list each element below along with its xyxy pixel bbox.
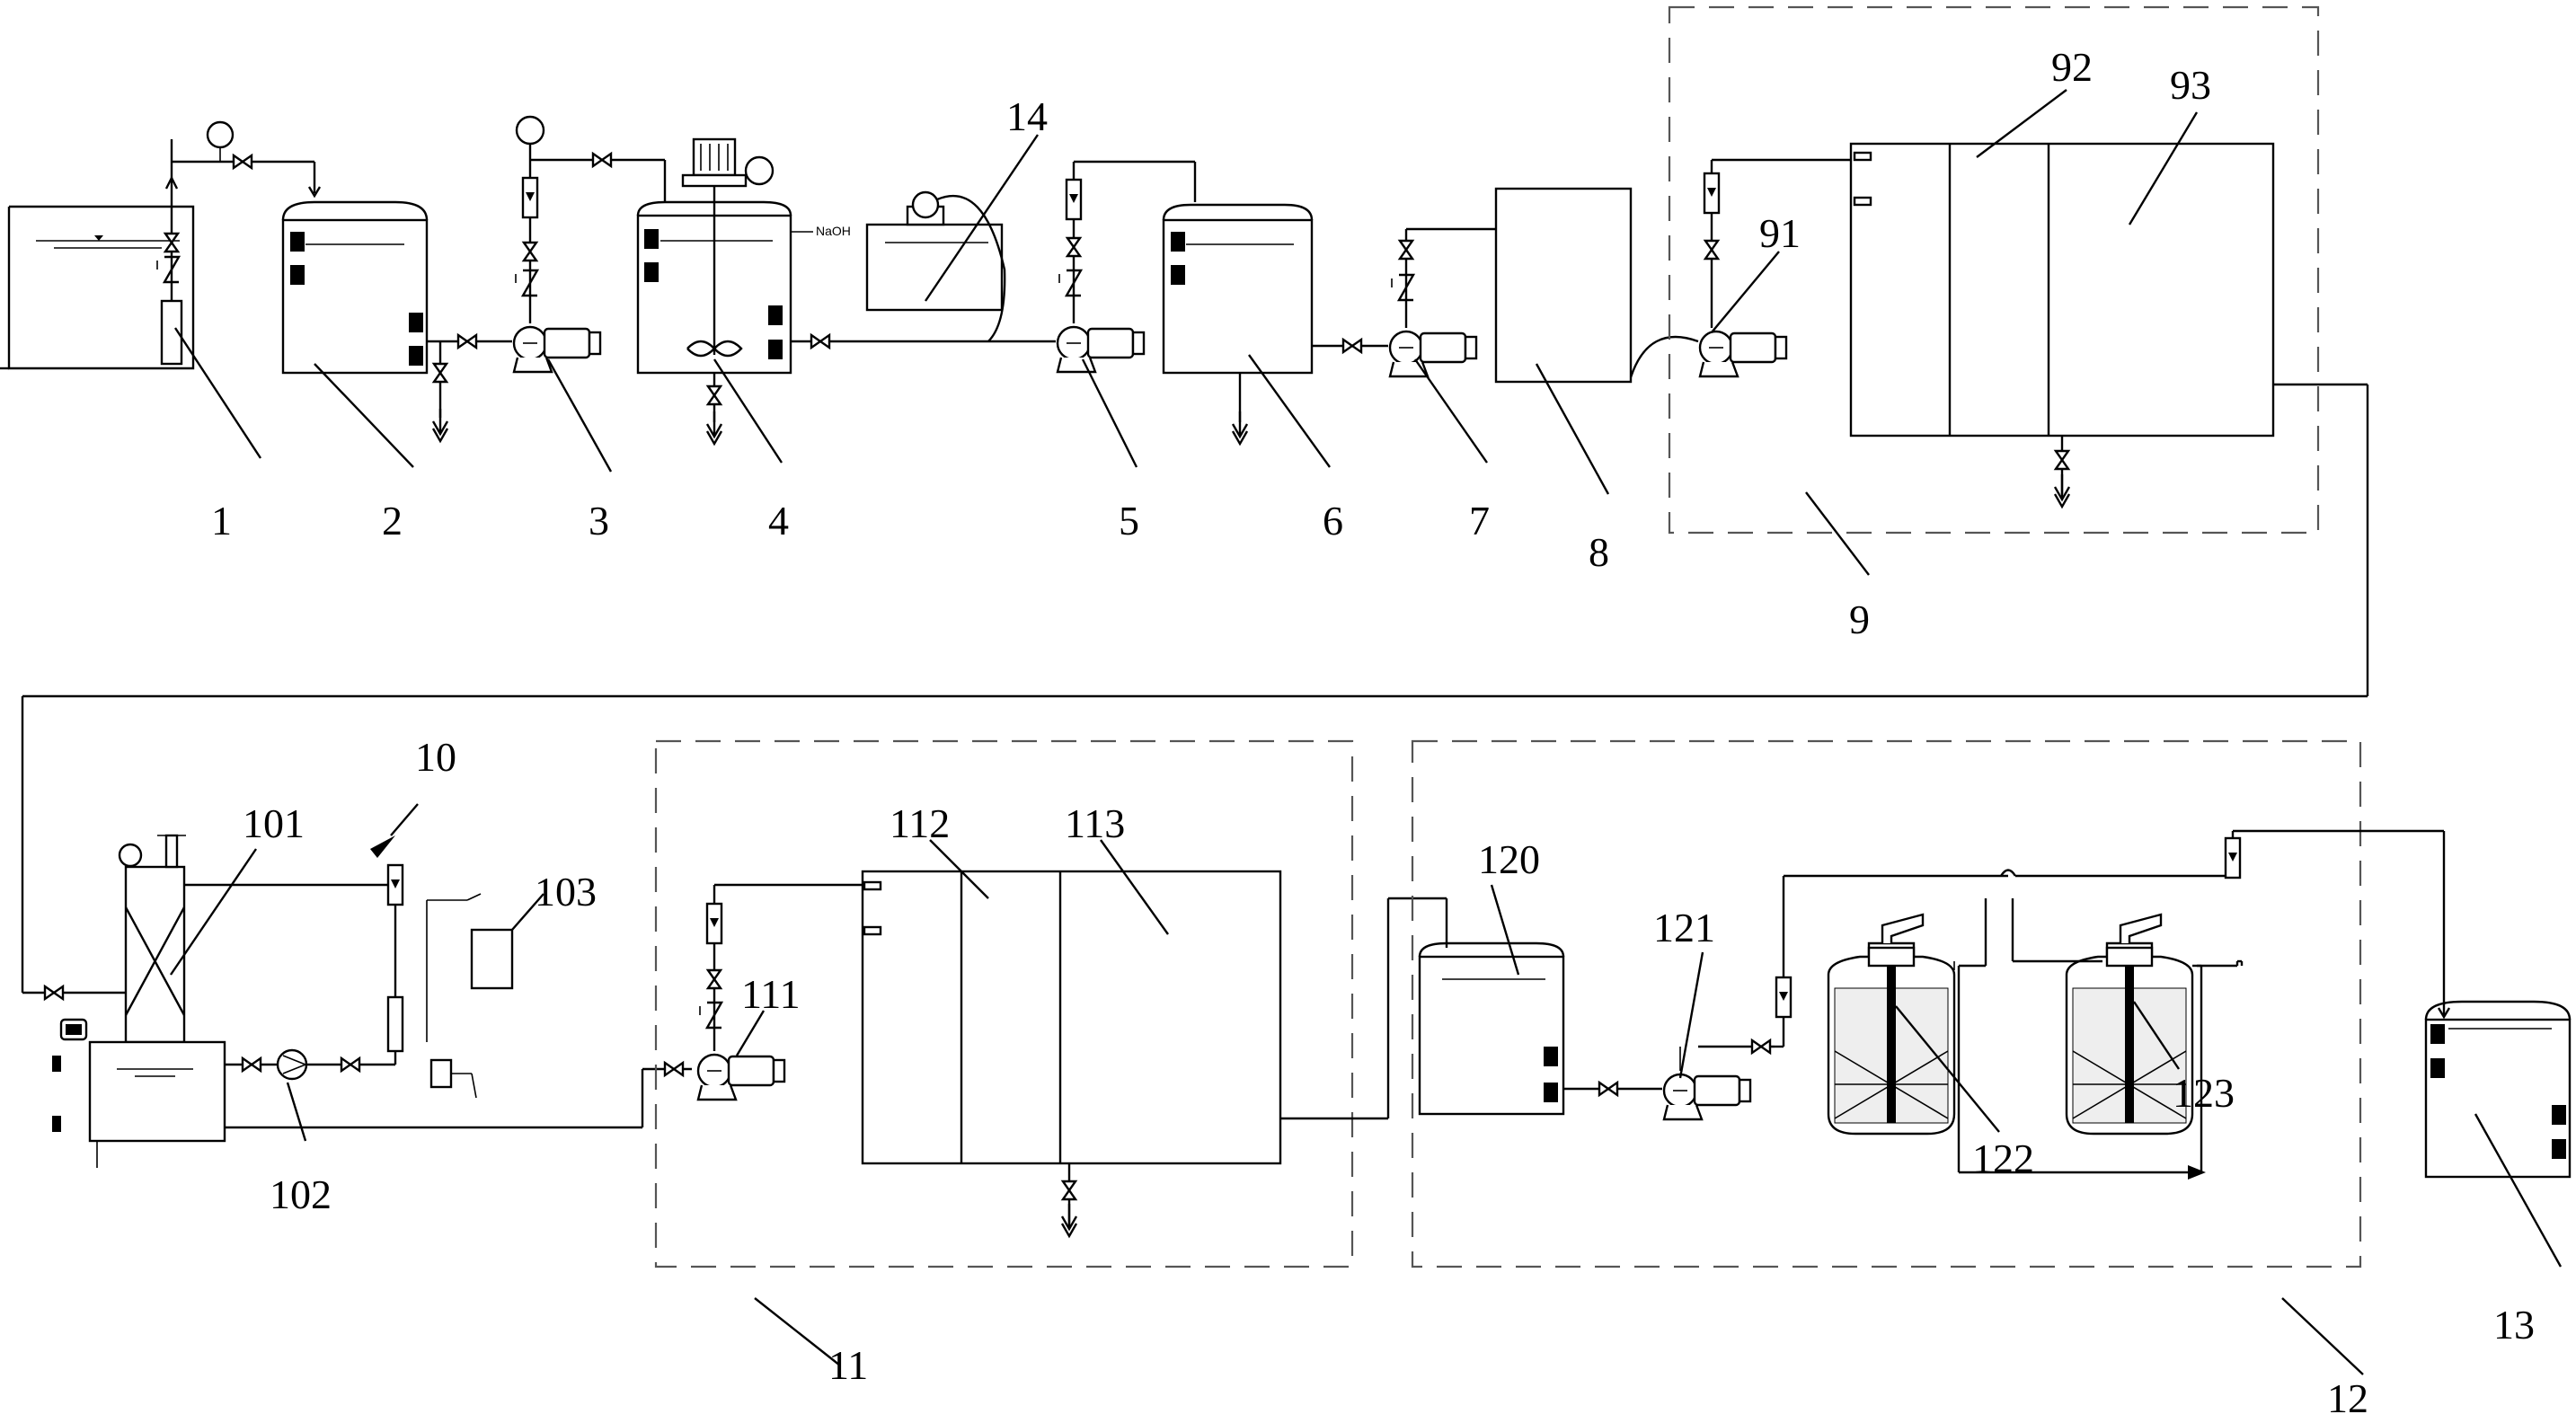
label-11: 11 [828,1342,868,1388]
label-123: 123 [2173,1070,2235,1116]
filter-vessel-122 [1827,913,1956,1136]
label-7: 7 [1469,498,1490,544]
label-102: 102 [270,1171,332,1217]
label-103: 103 [535,869,597,915]
label-4: 4 [768,498,789,544]
label-10: 10 [415,734,456,780]
label-13: 13 [2493,1302,2535,1348]
reference-labels: 1 2 3 4 5 6 7 8 9 14 91 92 93 10 101 102… [211,44,2535,1421]
label-3: 3 [589,498,609,544]
label-111: 111 [741,971,801,1017]
tank-2 [281,200,512,443]
reactor-4: NaOH [636,137,1056,446]
dosing-tank-14 [865,190,1006,342]
label-122: 122 [1972,1136,2034,1181]
pump-3 [512,115,667,374]
group-9 [1668,5,2369,696]
group-11 [654,739,1448,1268]
label-9: 9 [1849,597,1870,642]
label-112: 112 [890,800,950,846]
tank-6 [1162,203,1388,446]
label-101: 101 [243,800,305,846]
product-tank-13 [2424,1000,2572,1179]
label-92: 92 [2051,44,2093,90]
leader-lines [170,89,2563,1375]
pump-5 [1056,160,1197,374]
label-1: 1 [211,498,232,544]
label-8: 8 [1589,529,1609,575]
unit-8 [1494,187,1699,384]
label-93: 93 [2170,62,2211,108]
label-91: 91 [1759,210,1801,256]
group-12 [1411,739,2451,1268]
label-6: 6 [1323,498,1343,544]
raw-water-tank-1 [0,120,322,370]
filter-vessel-123 [2065,913,2194,1136]
naoh-label: NaOH [816,224,851,238]
label-2: 2 [382,498,403,544]
label-12: 12 [2327,1375,2368,1421]
label-121: 121 [1653,905,1715,950]
label-14: 14 [1006,93,1048,139]
label-120: 120 [1478,836,1540,882]
label-113: 113 [1065,800,1125,846]
group-10 [52,834,692,1168]
label-5: 5 [1119,498,1139,544]
pump-7 [1388,227,1496,378]
